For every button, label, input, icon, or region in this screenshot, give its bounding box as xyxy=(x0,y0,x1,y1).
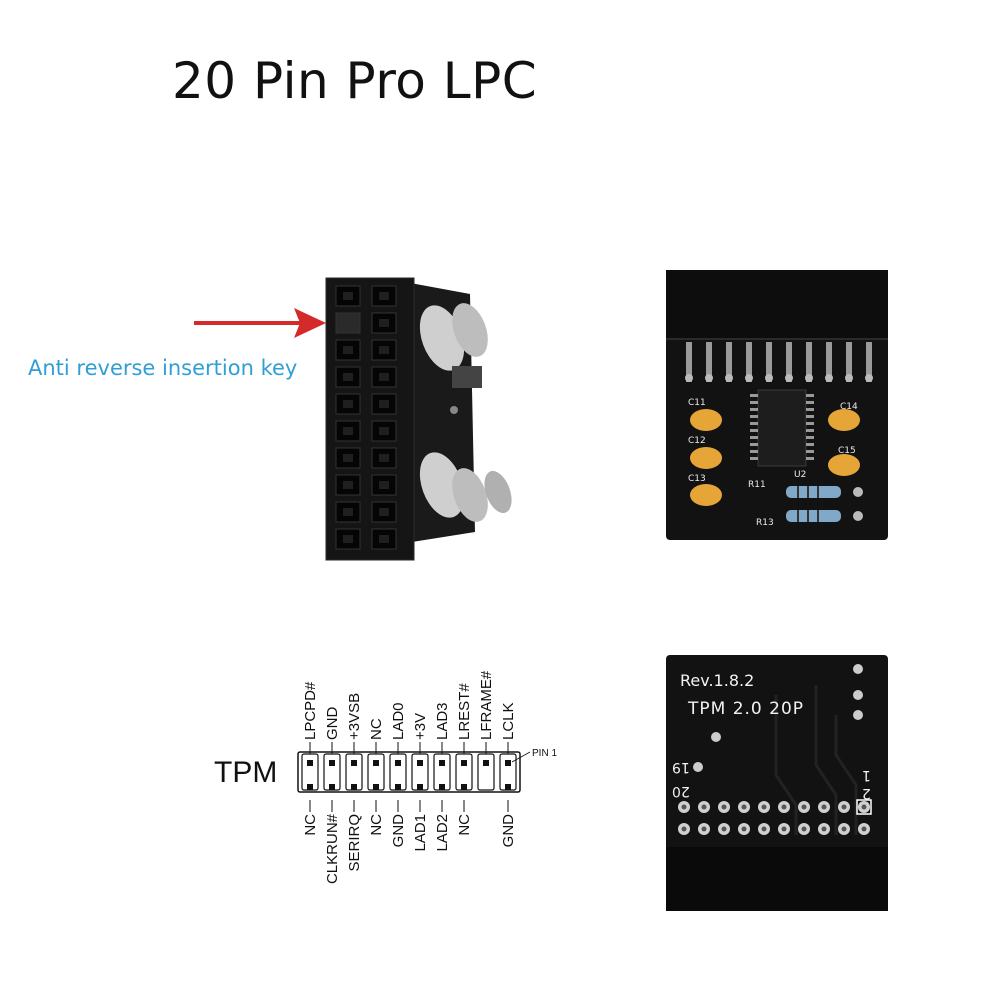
pin-label-bottom: LAD1 xyxy=(412,814,429,852)
label-c11: C11 xyxy=(688,398,706,408)
pin-top xyxy=(505,760,511,766)
pin-label-top: +3VSB xyxy=(346,693,363,740)
tpm-back-photo: Rev.1.8.2 TPM 2.0 20P 19 20 1 2 xyxy=(666,655,888,911)
pin-bottom xyxy=(329,784,335,790)
pin-bottom xyxy=(395,784,401,790)
pin-top xyxy=(307,760,313,766)
header-pin xyxy=(866,342,872,382)
pin-label-bottom: LAD2 xyxy=(434,814,451,852)
pin-top xyxy=(329,760,335,766)
label-c13: C13 xyxy=(688,474,706,484)
header-pin xyxy=(786,342,792,382)
pin-label-bottom: NC xyxy=(368,814,385,836)
header-pin xyxy=(806,342,812,382)
anti-reverse-key-label: Anti reverse insertion key xyxy=(28,356,298,380)
header-pin xyxy=(706,342,712,382)
label-u2: U2 xyxy=(794,470,807,480)
pin-label-top: NC xyxy=(368,718,385,740)
pin-label-top: LFRAME# xyxy=(478,670,495,740)
pin-label-top: GND xyxy=(324,707,341,741)
pin-label-bottom: SERIRQ xyxy=(346,814,363,872)
pin-bottom xyxy=(439,784,445,790)
connector-side-photo xyxy=(180,270,520,570)
pin-top xyxy=(351,760,357,766)
pin1-label: PIN 1 xyxy=(532,748,557,759)
pin-2-label: 2 xyxy=(862,785,871,801)
header-pin xyxy=(766,342,772,382)
pin-label-top: LAD3 xyxy=(434,702,451,740)
red-arrow-icon xyxy=(194,308,326,338)
header-pin xyxy=(846,342,852,382)
pin-1-label: 1 xyxy=(862,767,871,783)
label-c12: C12 xyxy=(688,436,706,446)
pin-label-top: LPCPD# xyxy=(302,681,319,740)
header-pin xyxy=(826,342,832,382)
pin-top xyxy=(483,760,489,766)
pin-pair-box xyxy=(477,753,495,791)
pin-label-top: LAD0 xyxy=(390,702,407,740)
pin-20-label: 20 xyxy=(672,783,690,799)
label-c14: C14 xyxy=(840,402,858,412)
pin-bottom xyxy=(505,784,511,790)
pin-bottom xyxy=(373,784,379,790)
page-title: 20 Pin Pro LPC xyxy=(172,52,538,110)
pin-label-top: +3V xyxy=(412,713,429,740)
label-c15: C15 xyxy=(838,446,856,456)
header-pin xyxy=(686,342,692,382)
header-pin xyxy=(746,342,752,382)
label-r11: R11 xyxy=(748,480,766,490)
pin-label-bottom: GND xyxy=(500,814,517,848)
pin-label-bottom: NC xyxy=(456,814,473,836)
pin-top xyxy=(395,760,401,766)
pin-bottom xyxy=(307,784,313,790)
tpm-front-photo: C11 C12 C13 C14 C15 U2 R11 R13 xyxy=(666,270,888,540)
pin-label-bottom: CLKRUN# xyxy=(324,813,341,884)
tpm-pinout-diagram: TPM PIN 1 LPCPD# NC GND CLKRUN# +3VSB SERIRQ N… xyxy=(214,670,557,884)
pin-label-top: LREST# xyxy=(456,683,473,740)
label-r13: R13 xyxy=(756,518,774,528)
pin-bottom xyxy=(417,784,423,790)
reverse-key-hole xyxy=(335,312,361,334)
header-pin xyxy=(726,342,732,382)
tpm-label: TPM xyxy=(214,756,277,789)
pin-bottom xyxy=(461,784,467,790)
board-rev-label: Rev.1.8.2 xyxy=(680,671,755,690)
pin-label-top: LCLK xyxy=(500,702,517,740)
board-model-label: TPM 2.0 20P xyxy=(688,699,805,719)
pin-top xyxy=(439,760,445,766)
pin-label-bottom: GND xyxy=(390,814,407,848)
pin-top xyxy=(461,760,467,766)
pin-19-label: 19 xyxy=(672,759,690,775)
pin-label-bottom: NC xyxy=(302,814,319,836)
pin-top xyxy=(373,760,379,766)
pin-top xyxy=(417,760,423,766)
pin-bottom xyxy=(351,784,357,790)
